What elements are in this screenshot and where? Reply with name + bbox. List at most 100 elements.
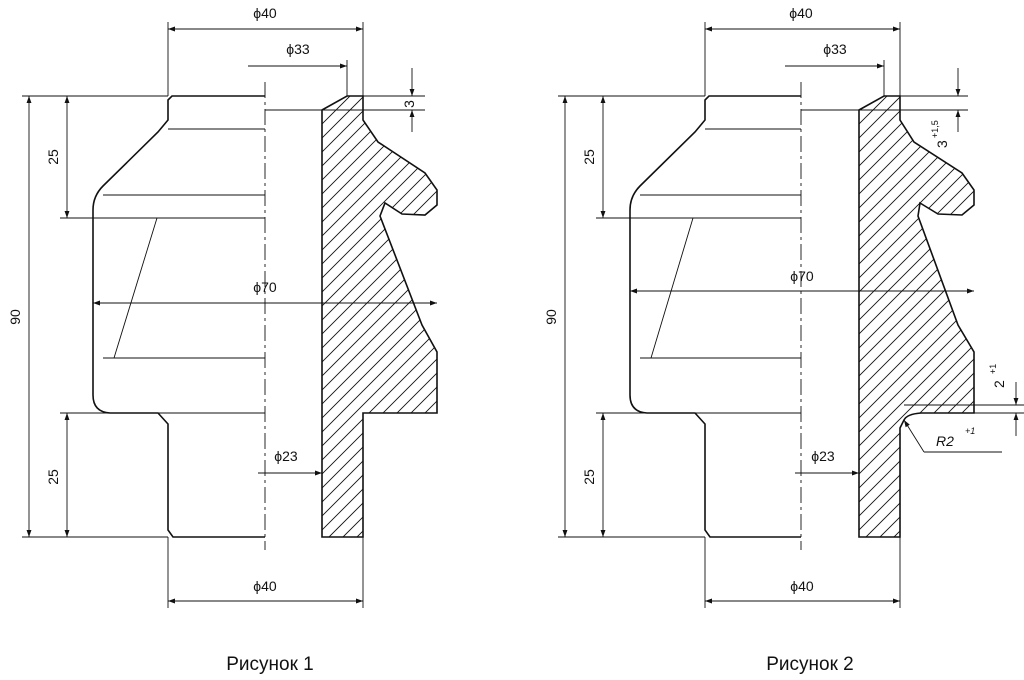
hatch-line [859,96,974,537]
hatch-line [322,96,437,537]
hatch-line [322,96,437,537]
figure-1-dim-flange-diameter: ϕ70 [253,279,277,295]
hatch-line [322,96,437,537]
figure-2-dim-radius: R2 [936,433,954,449]
figure-1-dim-total-height: 90 [7,309,23,325]
hatch-line [859,96,974,537]
figure-2-section-hatch [859,96,1024,537]
hatch-line [322,96,437,537]
figure-1-dim-bore-bottom: ϕ23 [274,448,298,464]
hatch-line [859,96,972,537]
hatch-line [935,96,974,537]
figure-2-dim-total-height: 90 [543,309,559,325]
figure-2-dim-groove: 2 [991,380,1007,388]
figure-2-dim-bottom-diameter: ϕ40 [790,578,814,594]
hatch-line [859,96,860,537]
hatch-line [384,96,437,537]
hatch-line [322,96,437,537]
hatch-line [859,96,974,537]
figure-1-dim-top-diameter: ϕ40 [253,5,277,21]
hatch-line [859,96,974,537]
hatch-line [859,96,974,537]
figure-2-dimensions: ϕ40 ϕ33 3 +1,5 90 25 25 [543,5,1024,608]
hatch-line [322,96,437,537]
hatch-line [949,96,974,537]
hatch-line [322,96,435,537]
figure-1-section-hatch [322,96,896,537]
figure-2: ϕ40 ϕ33 3 +1,5 90 25 25 [543,5,1024,675]
figure-2-dim-flange-diameter: ϕ70 [790,268,814,284]
hatch-line [859,96,888,537]
hatch-line [859,96,974,537]
figure-1-dim-bottom-diameter: ϕ40 [253,578,277,594]
hatch-line [992,96,1024,537]
hatch-line [907,96,974,537]
figure-1-dim-top-height: 25 [45,149,61,165]
hatch-line [859,96,974,537]
hatch-line [859,96,974,537]
figure-1-caption: Рисунок 1 [226,654,314,675]
hatch-line [859,96,974,537]
hatch-line [963,96,974,537]
hatch-line [859,96,974,537]
figure-2-caption: Рисунок 2 [766,654,854,675]
hatch-line [859,96,974,537]
figure-1-dim-step: 3 [401,100,417,108]
hatch-line [859,96,874,537]
hatch-line [455,96,896,537]
hatch-line [859,96,916,537]
hatch-line [322,96,437,537]
figure-1-outline-left [92,95,265,538]
hatch-line [859,96,974,537]
hatch-line [859,96,974,537]
hatch-line [412,96,437,537]
hatch-line [322,96,407,537]
figure-2-dim-top-height: 25 [581,149,597,165]
hatch-line [859,96,974,537]
figure-2-dim-step-tolerance: +1,5 [930,120,940,138]
hatch-line [859,96,974,537]
figure-1-dim-bore-top: ϕ33 [286,41,310,57]
figure-2-outline-left [629,95,801,538]
hatch-line [322,96,437,537]
figure-1: ϕ40 ϕ33 3 90 25 25 ϕ70 [7,5,896,675]
figure-2-edge-lines [630,128,801,414]
hatch-line [441,96,882,537]
hatch-line [322,96,437,537]
hatch-line [322,96,437,537]
figure-2-dim-bore-top: ϕ33 [823,41,847,57]
figure-2-dim-groove-tolerance: +1 [988,364,998,374]
hatch-line [426,96,437,537]
hatch-line [322,96,437,537]
hatch-line [859,96,974,537]
hatch-line [356,96,437,537]
figure-1-section-outline [321,95,438,538]
hatch-line [879,96,974,537]
hatch-line [859,96,944,537]
figure-2-dim-top-diameter: ϕ40 [789,5,813,21]
hatch-line [322,96,437,537]
hatch-line [859,96,974,537]
hatch-line [978,96,1024,537]
hatch-line [893,96,974,537]
hatch-line [322,96,421,537]
figure-2-dim-bore-bottom: ϕ23 [811,448,835,464]
hatch-line [859,96,974,537]
hatch-line [859,96,974,537]
hatch-line [859,96,958,537]
hatch-line [859,96,974,537]
hatch-line [322,96,437,537]
hatch-line [322,96,437,537]
figure-2-dim-bottom-height: 25 [581,469,597,485]
hatch-line [859,96,974,537]
hatch-line [322,96,437,537]
hatch-line [859,96,902,537]
hatch-line [322,96,437,537]
figure-2-dim-step: 3 [934,140,950,148]
hatch-line [398,96,437,537]
figure-1-dimensions: ϕ40 ϕ33 3 90 25 25 ϕ70 [7,5,437,608]
hatch-line [322,96,437,537]
figure-1-edge-lines [93,128,265,414]
hatch-line [322,96,437,537]
hatch-line [921,96,974,537]
